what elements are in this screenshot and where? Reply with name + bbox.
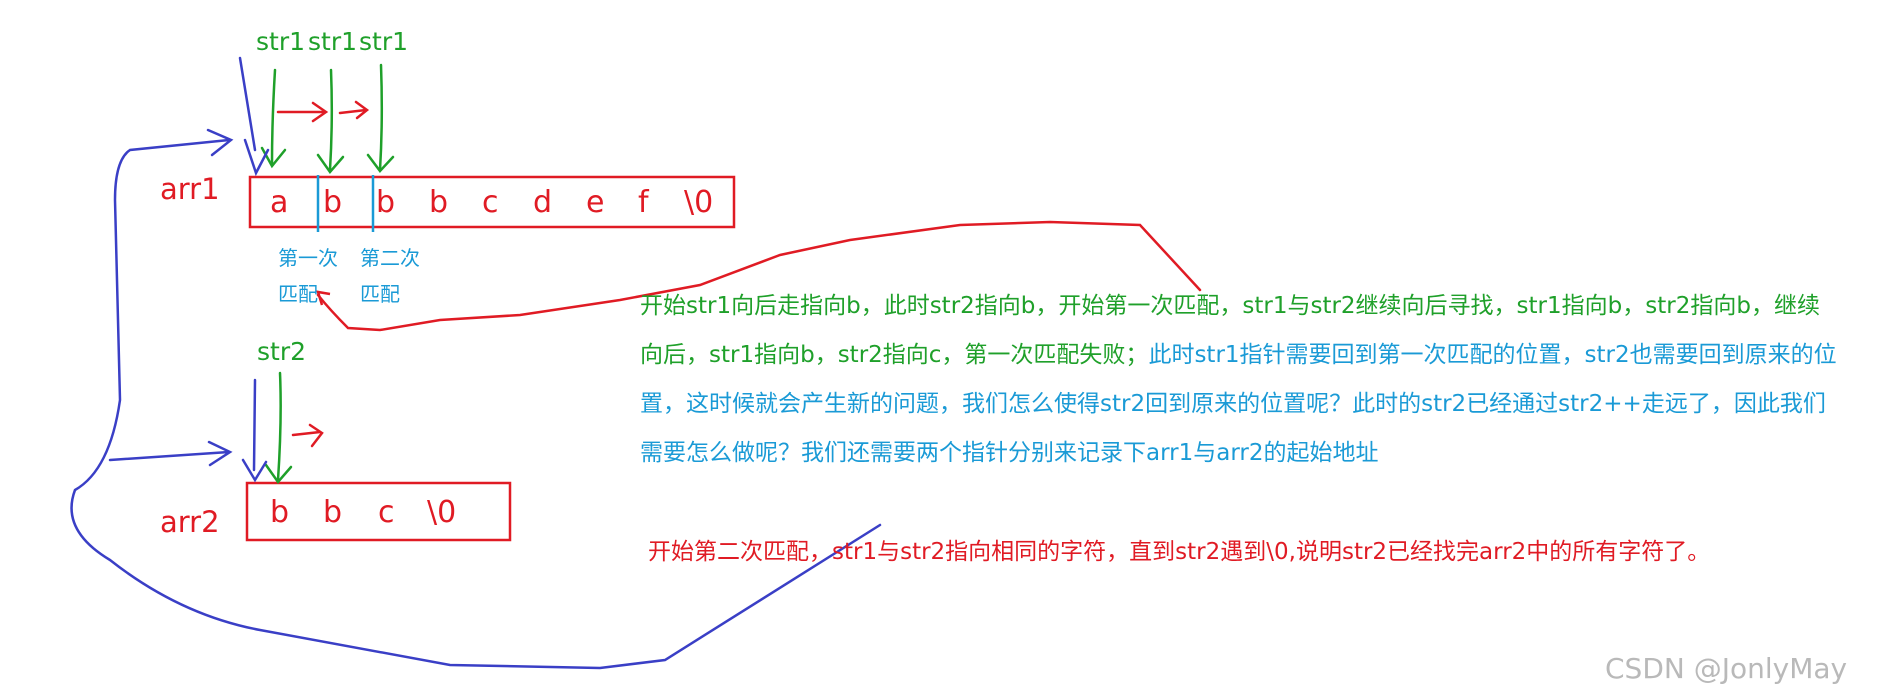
blue-loop: [70, 56, 882, 670]
str2-label: str2: [257, 337, 307, 366]
first-match-note-1: 第一次: [278, 246, 338, 270]
arr2-cell-1: b: [323, 495, 343, 530]
str1-label-3: str1: [359, 27, 409, 56]
red-pointer-curve: [316, 220, 1202, 332]
str1-label-1: str1: [256, 27, 306, 56]
arr1-cell-7: f: [638, 185, 649, 220]
arr1-cell-1: b: [323, 185, 343, 220]
arr1-box: [248, 175, 736, 229]
arr2-name: arr2: [160, 505, 220, 539]
second-match-note-1: 第二次: [360, 246, 420, 270]
str1-arrows: [260, 63, 395, 485]
arr1-cell-2: b: [376, 185, 396, 220]
explanation-blue-part: 此时str1指针需要回到第一次匹配的位置，str2也需要回到原来的位置，这时候就…: [640, 342, 1837, 466]
watermark: CSDN @JonlyMay: [1605, 652, 1848, 685]
arr2-cell-3: \0: [427, 495, 457, 530]
second-match-paragraph: 开始第二次匹配，str1与str2指向相同的字符，直到str2遇到\0,说明st…: [648, 539, 1711, 565]
first-match-note-2: 匹配: [278, 282, 318, 306]
advance-arrows: [276, 100, 370, 448]
arr1-name: arr1: [160, 172, 220, 206]
explanation-green-part: 开始str1向后走指向b，此时str2指向b，开始第一次匹配，str1与str2…: [640, 293, 1820, 368]
arr2-box: [245, 481, 512, 542]
second-match-note-2: 匹配: [360, 282, 400, 306]
arr1-cell-0: a: [270, 185, 289, 220]
arr2-cell-2: c: [378, 495, 395, 530]
red-pointer-head: [316, 290, 331, 306]
arr1-cell-5: d: [533, 185, 553, 220]
explanation-paragraph: 开始str1向后走指向b，此时str2指向b，开始第一次匹配，str1与str2…: [640, 282, 1840, 478]
arr2-cell-0: b: [270, 495, 290, 530]
arr1-cell-3: b: [429, 185, 449, 220]
arr1-cell-4: c: [482, 185, 499, 220]
str1-label-2: str1: [308, 27, 358, 56]
arr1-cell-8: \0: [684, 185, 714, 220]
arr1-cell-6: e: [586, 185, 605, 220]
